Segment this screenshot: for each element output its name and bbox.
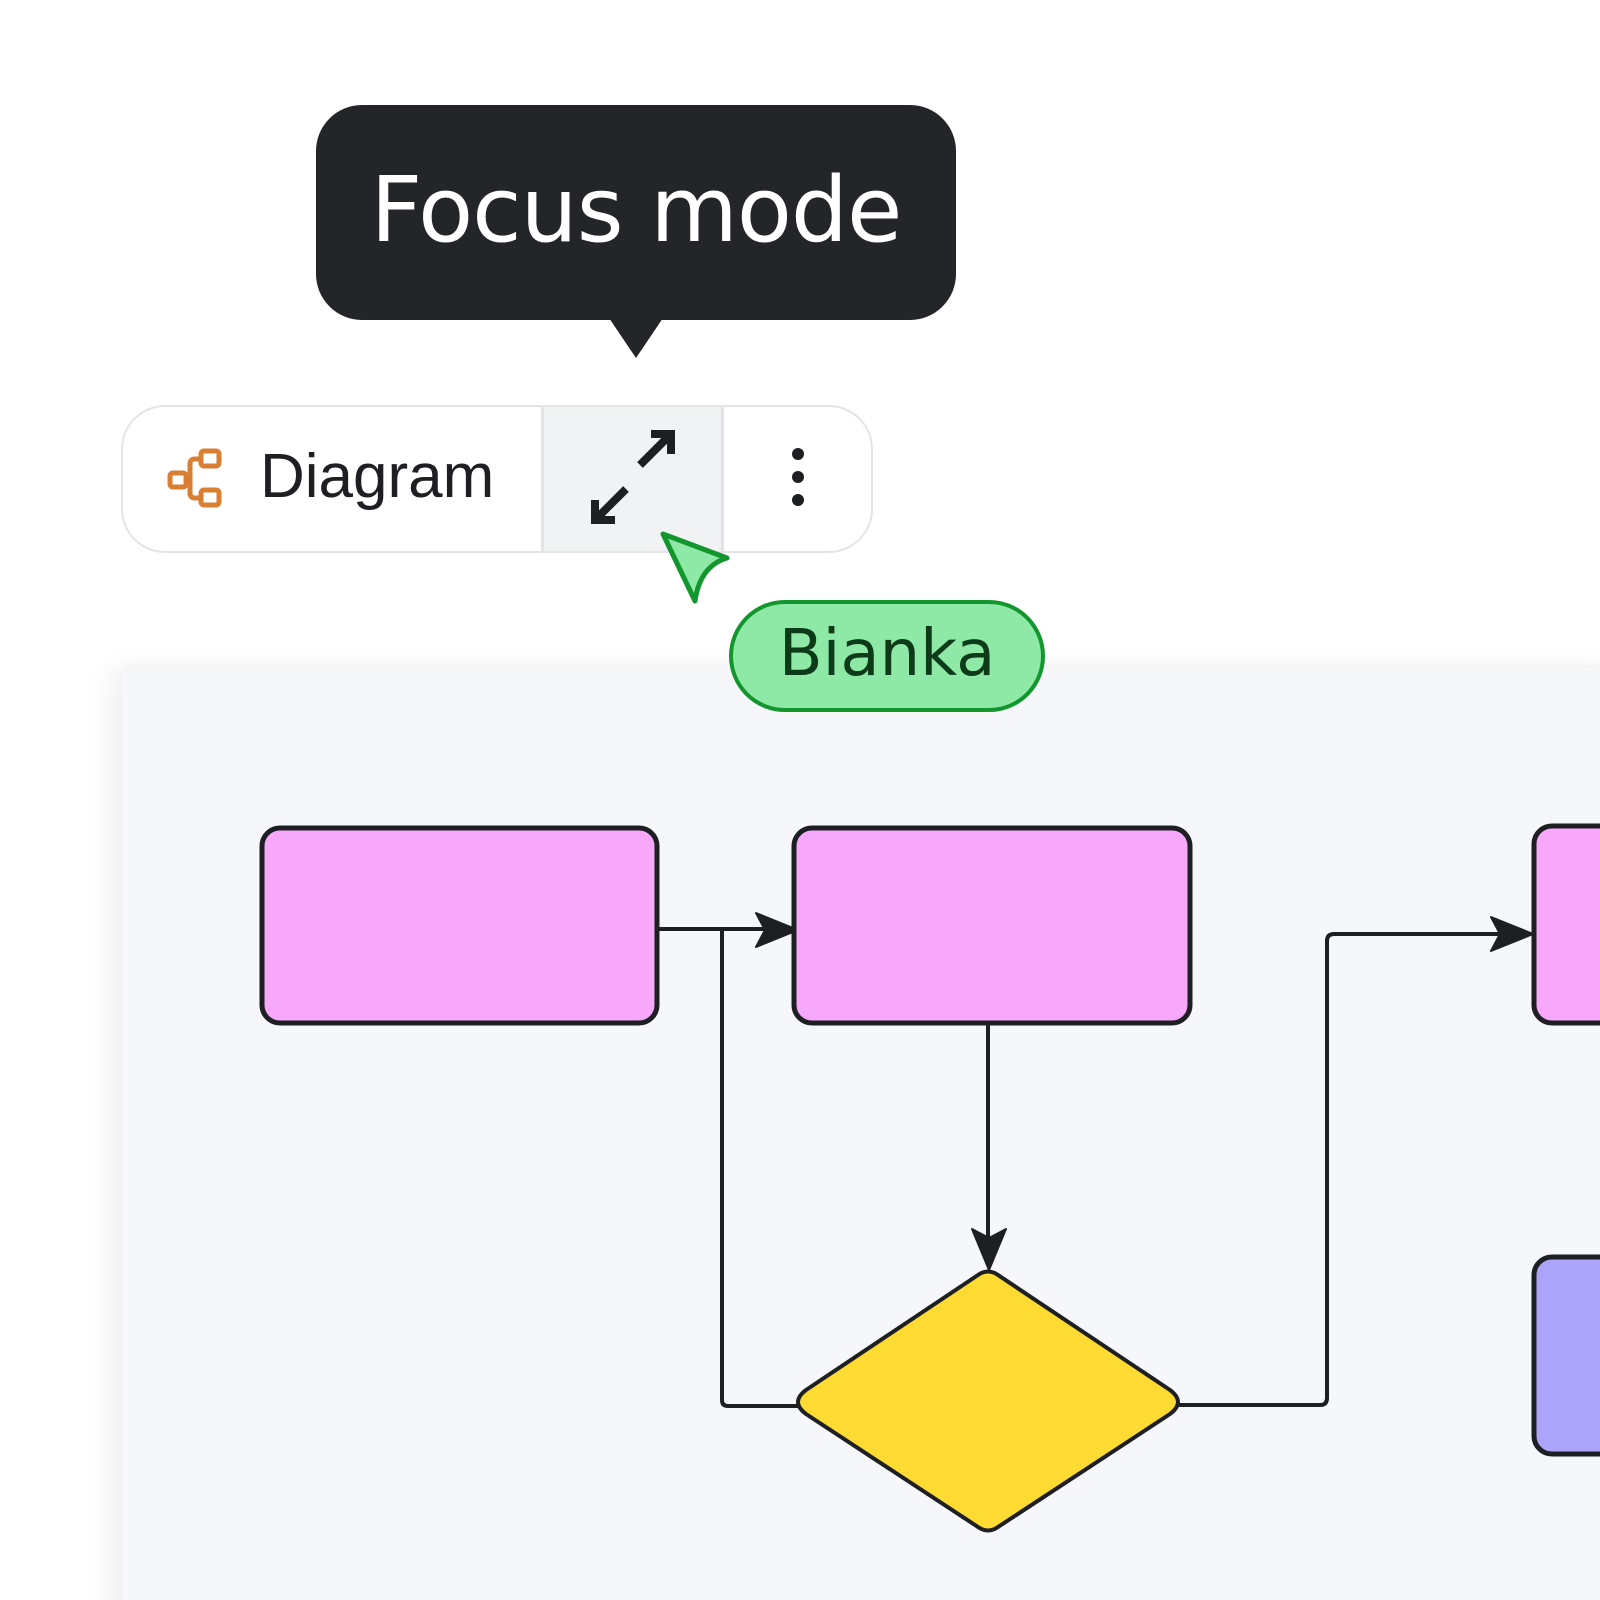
diagram-icon	[166, 447, 226, 511]
arrowhead-right-icon	[755, 912, 799, 948]
expand-arrows-icon	[583, 427, 683, 531]
diagram-label: Diagram	[260, 442, 495, 511]
diagram-type-button[interactable]: Diagram	[123, 407, 544, 551]
process-box-4[interactable]	[1531, 1254, 1600, 1457]
decision-diamond[interactable]	[796, 1269, 1180, 1533]
arrowheads	[755, 912, 1534, 1271]
process-box-3[interactable]	[1531, 823, 1600, 1026]
cursor-pointer-icon	[660, 531, 730, 604]
process-box-1[interactable]	[259, 825, 660, 1026]
focus-mode-tooltip: Focus mode	[316, 105, 956, 320]
connector-decision-to-process2-loop[interactable]	[720, 927, 800, 1408]
tooltip-pointer	[609, 318, 663, 358]
process-box-2[interactable]	[791, 825, 1193, 1026]
tooltip-text: Focus mode	[370, 157, 903, 263]
more-vertical-icon	[788, 445, 808, 513]
diagram-toolbar: Diagram	[121, 405, 873, 553]
collaborator-cursor	[655, 530, 735, 614]
collaborator-name-tag: Bianka	[729, 600, 1045, 712]
connectors	[656, 927, 1522, 1408]
arrowhead-right-icon	[1490, 916, 1534, 952]
connector-decision-to-process3[interactable]	[1179, 932, 1522, 1407]
more-options-button[interactable]	[724, 407, 871, 551]
collaborator-name: Bianka	[778, 617, 996, 691]
focus-mode-button[interactable]	[544, 407, 724, 551]
arrowhead-down-icon	[971, 1228, 1007, 1271]
